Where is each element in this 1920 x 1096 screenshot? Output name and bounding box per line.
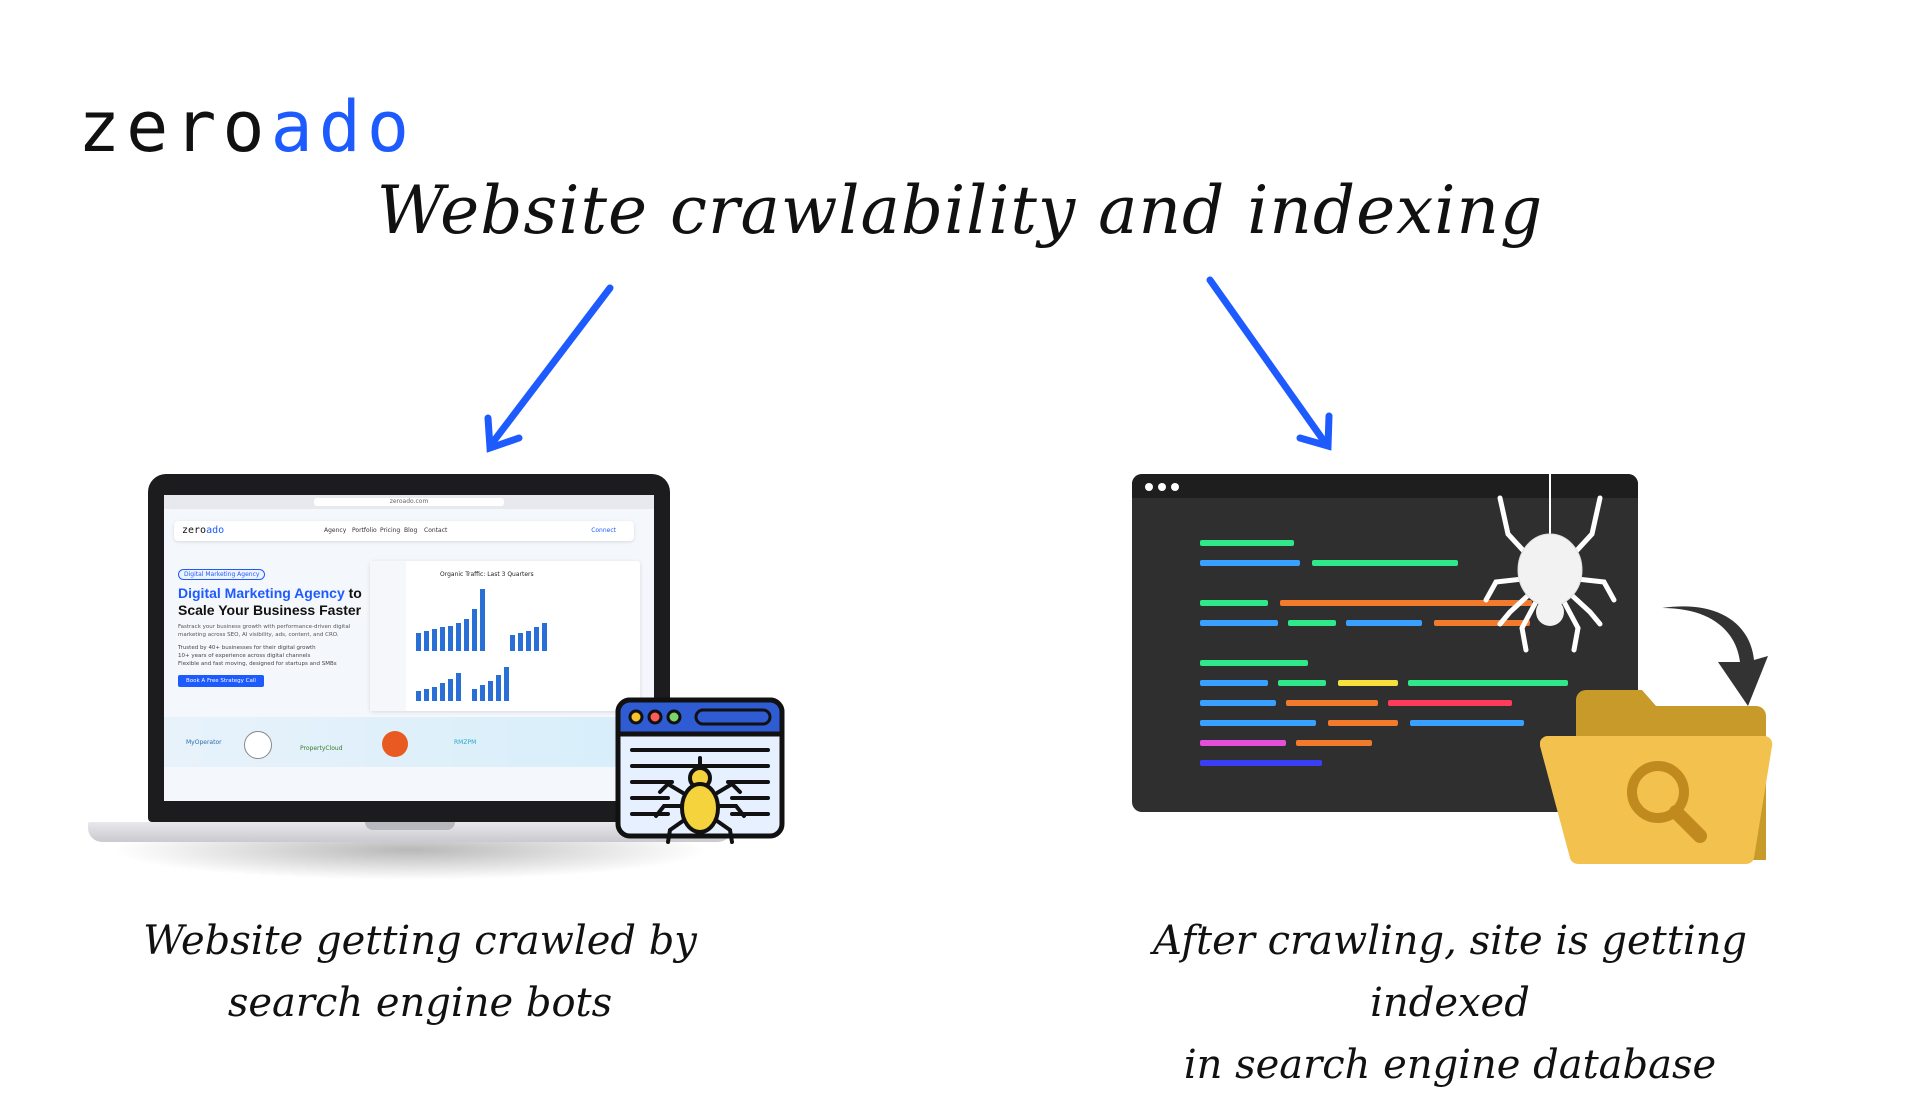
window-dot — [1145, 483, 1153, 491]
code-line — [1434, 620, 1530, 626]
site-logo: zeroado — [182, 525, 224, 536]
hero-highlight: Digital Marketing Agency — [178, 585, 345, 601]
client-logo: PropertyCloud — [300, 745, 343, 752]
code-line — [1286, 700, 1378, 706]
client-logo-ca — [382, 731, 408, 757]
client-logo: RMZPM — [454, 739, 477, 746]
caption-right-line2: in search engine database — [1183, 1042, 1717, 1088]
logo-part-ado: ado — [270, 86, 416, 168]
site-logo-part1: zero — [182, 525, 207, 536]
arrow-down-left-icon — [484, 284, 614, 453]
spider-browser-icon — [615, 697, 785, 844]
code-line — [1346, 620, 1422, 626]
hero-badge: Digital Marketing Agency — [178, 569, 266, 580]
laptop-screen: zeroado.com zeroado Agency Portfolio Pri… — [164, 495, 654, 801]
nav-item-pricing: Pricing — [380, 527, 401, 534]
code-line — [1278, 680, 1326, 686]
code-line — [1200, 720, 1316, 726]
dashboard-title: Organic Traffic: Last 3 Quarters — [440, 571, 534, 578]
hero-heading-line2: Scale Your Business Faster — [178, 602, 362, 618]
window-dot — [1158, 483, 1166, 491]
dashboard-sidebar — [370, 561, 406, 711]
code-line — [1410, 720, 1524, 726]
hero-bullet: Trusted by 40+ businesses for their digi… — [178, 645, 316, 651]
code-line — [1200, 560, 1300, 566]
hero-heading-line1: Digital Marketing Agency to — [178, 585, 362, 601]
code-line — [1288, 620, 1336, 626]
code-line — [1200, 660, 1308, 666]
code-line — [1338, 680, 1398, 686]
caption-right-line1: After crawling, site is getting indexed — [1153, 918, 1747, 1026]
client-logo: MyOperator — [186, 739, 222, 746]
hero-to: to — [348, 585, 362, 601]
code-line — [1388, 700, 1512, 706]
page-title: Website crawlability and indexing — [376, 172, 1544, 249]
nav-item-contact: Contact — [424, 527, 448, 534]
arrow-down-right-icon — [1206, 276, 1333, 451]
client-logo-seal — [244, 731, 272, 759]
code-line — [1200, 600, 1268, 606]
connect-link: Connect — [591, 527, 616, 534]
nav-item-blog: Blog — [404, 527, 418, 534]
spider-icon — [1483, 474, 1617, 653]
code-line — [1200, 760, 1322, 766]
hero-description: Fastrack your business growth with perfo… — [178, 624, 351, 638]
laptop-notch — [365, 822, 455, 830]
code-line — [1200, 620, 1278, 626]
code-line — [1280, 600, 1532, 606]
cta-button: Book A Free Strategy Call — [178, 675, 264, 687]
caption-left-line2: search engine bots — [227, 980, 613, 1026]
browser-url: zeroado.com — [314, 498, 504, 506]
site-nav: zeroado Agency Portfolio Pricing Blog Co… — [174, 521, 634, 541]
code-line — [1200, 700, 1276, 706]
hero-bullet: 10+ years of experience across digital c… — [178, 653, 311, 659]
code-line — [1328, 720, 1398, 726]
dashboard-bars — [416, 589, 547, 701]
code-line — [1296, 740, 1372, 746]
window-dot — [1171, 483, 1179, 491]
caption-left-line1: Website getting crawled by — [143, 918, 697, 964]
code-line — [1200, 540, 1294, 546]
editor-titlebar — [1132, 474, 1638, 498]
caption-left: Website getting crawled by search engine… — [110, 910, 730, 1034]
folder-search-icon — [1540, 690, 1773, 865]
laptop-base — [88, 822, 732, 842]
code-line — [1408, 680, 1568, 686]
nav-item-portfolio: Portfolio — [352, 527, 377, 534]
client-logos-band — [164, 717, 654, 767]
code-line — [1200, 680, 1268, 686]
logo-part-zero: zero — [78, 86, 271, 168]
site-logo-part2: ado — [206, 525, 225, 536]
curved-arrow-icon — [1662, 606, 1768, 706]
nav-item-agency: Agency — [324, 527, 347, 534]
code-line — [1312, 560, 1458, 566]
brand-logo: zeroado — [78, 92, 415, 162]
code-line — [1200, 740, 1286, 746]
caption-right: After crawling, site is getting indexed … — [1080, 910, 1820, 1096]
hero-bullet: Flexible and fast moving, designed for s… — [178, 661, 337, 667]
